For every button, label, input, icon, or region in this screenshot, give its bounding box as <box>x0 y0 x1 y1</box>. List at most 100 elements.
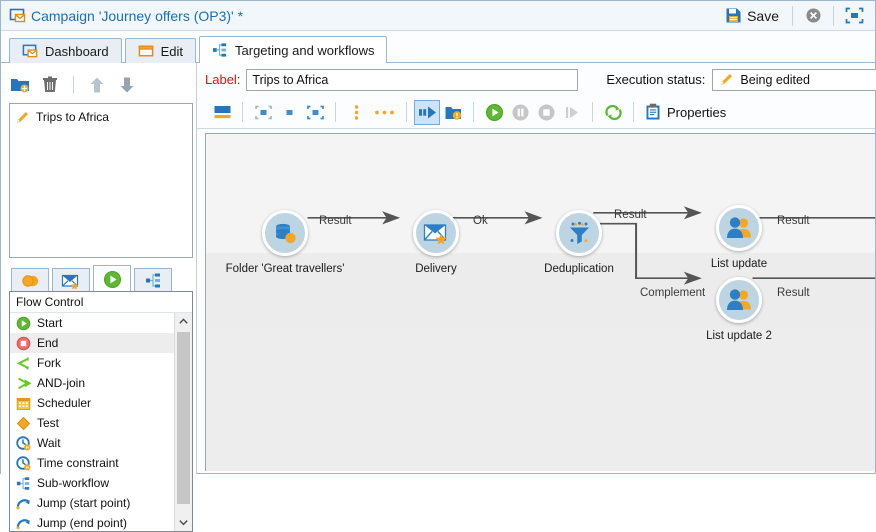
fork-icon <box>16 356 31 371</box>
funnel-icon <box>566 220 593 246</box>
node-folder-label: Folder 'Great travellers' <box>225 263 345 275</box>
node-delivery[interactable] <box>413 210 459 256</box>
palette-tab-targeting[interactable] <box>11 268 49 292</box>
edge-label-result-2: Result <box>614 209 647 221</box>
palette-item-start[interactable]: Start <box>10 313 175 333</box>
palette-scrollbar[interactable] <box>174 313 192 531</box>
node-list-update[interactable] <box>716 205 762 251</box>
arrow-down-icon[interactable] <box>114 73 140 97</box>
palette-tab-flow-control[interactable] <box>93 265 131 292</box>
properties-label: Properties <box>667 104 727 120</box>
display-mode-button[interactable] <box>209 100 235 125</box>
palette-tab-strip <box>11 264 189 292</box>
node-folder[interactable] <box>262 210 308 256</box>
tab-dashboard[interactable]: Dashboard <box>9 38 122 63</box>
start-button[interactable] <box>481 100 507 125</box>
stop-button[interactable] <box>533 100 559 125</box>
edge-label-result-3: Result <box>777 215 810 227</box>
save-label: Save <box>747 7 779 24</box>
step-button[interactable] <box>559 100 585 125</box>
workflow-toolbar: Properties <box>197 96 875 129</box>
toolbar-divider-2 <box>335 102 336 122</box>
more-horizontal-button[interactable] <box>369 100 399 125</box>
node-deduplication[interactable] <box>556 210 602 256</box>
save-button[interactable]: Save <box>719 5 785 26</box>
edge-label-ok: Ok <box>473 215 488 227</box>
label-caption: Label: <box>205 72 241 87</box>
palette-item-jump-end[interactable]: Jump (end point) <box>10 513 175 531</box>
workflow-list[interactable]: Trips to Africa <box>9 103 193 258</box>
canvas-band-1 <box>206 134 875 253</box>
execute-button[interactable] <box>414 99 440 125</box>
trash-icon[interactable] <box>37 73 63 97</box>
close-circle-icon[interactable] <box>800 4 826 28</box>
palette-item-label: Start <box>37 316 63 330</box>
refresh-button[interactable] <box>600 100 626 125</box>
diamond-test-icon <box>16 416 31 431</box>
workflow-list-toolbar <box>7 71 193 99</box>
fullscreen-icon[interactable] <box>841 4 867 28</box>
edge-label-result-1: Result <box>319 215 352 227</box>
node-list-update-2-label: List update 2 <box>706 330 772 342</box>
clock-constraint-icon <box>16 455 31 471</box>
edit-window-icon <box>138 43 154 59</box>
arrow-up-icon[interactable] <box>84 73 110 97</box>
workflow-canvas[interactable]: Folder 'Great travellers' Delivery <box>205 133 875 471</box>
scroll-down-icon[interactable] <box>175 514 192 531</box>
palette-item-label: Fork <box>37 356 61 370</box>
database-folder-icon <box>272 220 298 246</box>
execute-with-error-button[interactable] <box>440 100 466 125</box>
start-icon <box>16 316 31 331</box>
workflow-list-item[interactable]: Trips to Africa <box>10 107 192 127</box>
palette-item-label: Scheduler <box>37 396 92 410</box>
select-all-button[interactable] <box>250 100 276 125</box>
palette-item-sub-workflow[interactable]: Sub-workflow <box>10 473 175 493</box>
palette-item-and-join[interactable]: AND-join <box>10 373 175 393</box>
palette-tab-channels[interactable] <box>52 268 90 292</box>
calendar-icon <box>16 396 31 411</box>
tab-targeting-and-workflows[interactable]: Targeting and workflows <box>199 36 388 64</box>
toolbar-divider <box>73 76 74 94</box>
palette-tab-subworkflow[interactable] <box>134 268 172 292</box>
execution-status-field[interactable]: Being edited <box>712 68 876 91</box>
palette-item-label: AND-join <box>37 376 86 390</box>
palette-item-test[interactable]: Test <box>10 413 175 433</box>
palette-item-label: Jump (start point) <box>37 496 131 510</box>
jump-start-icon <box>16 496 31 511</box>
title-bar-left: Campaign 'Journey offers (OP3)' * <box>1 7 719 24</box>
label-input[interactable]: Trips to Africa <box>246 68 579 91</box>
clock-wait-icon <box>16 435 31 451</box>
properties-button[interactable]: Properties <box>641 103 730 121</box>
palette-item-jump-start[interactable]: Jump (start point) <box>10 493 175 513</box>
palette-item-end[interactable]: End <box>10 333 175 353</box>
palette-item-label: Time constraint <box>37 456 119 470</box>
node-list-update-2[interactable] <box>716 277 762 323</box>
window-title: Campaign 'Journey offers (OP3)' * <box>31 7 244 24</box>
floppy-save-icon <box>725 7 742 24</box>
scroll-up-icon[interactable] <box>175 313 192 330</box>
toolbar-divider-3 <box>406 102 407 122</box>
add-folder-icon[interactable] <box>7 73 33 97</box>
palette-item-time-constraint[interactable]: Time constraint <box>10 453 175 473</box>
tab-edit[interactable]: Edit <box>124 38 197 63</box>
main-tab-strip: Dashboard Edit <box>1 31 875 64</box>
scrollbar-thumb[interactable] <box>177 332 190 504</box>
dashboard-icon <box>22 43 38 59</box>
tab-targeting-label: Targeting and workflows <box>235 42 375 58</box>
pause-button[interactable] <box>507 100 533 125</box>
pencil-icon <box>15 110 30 125</box>
zoom-fit-button[interactable] <box>302 100 328 125</box>
label-bar: Label: Trips to Africa Execution status:… <box>197 63 876 96</box>
targeting-circles-icon <box>21 273 40 289</box>
palette-item-label: End <box>37 336 59 350</box>
execution-status-caption: Execution status: <box>606 72 706 87</box>
more-vertical-button[interactable] <box>343 100 369 125</box>
palette-item-list: Start End <box>10 313 175 531</box>
fit-button[interactable] <box>276 100 302 125</box>
workflow-editor: Label: Trips to Africa Execution status:… <box>197 63 876 473</box>
list-update-icon <box>726 288 753 312</box>
palette-item-scheduler[interactable]: Scheduler <box>10 393 175 413</box>
delivery-star-icon <box>423 222 450 245</box>
palette-item-fork[interactable]: Fork <box>10 353 175 373</box>
palette-item-wait[interactable]: Wait <box>10 433 175 453</box>
